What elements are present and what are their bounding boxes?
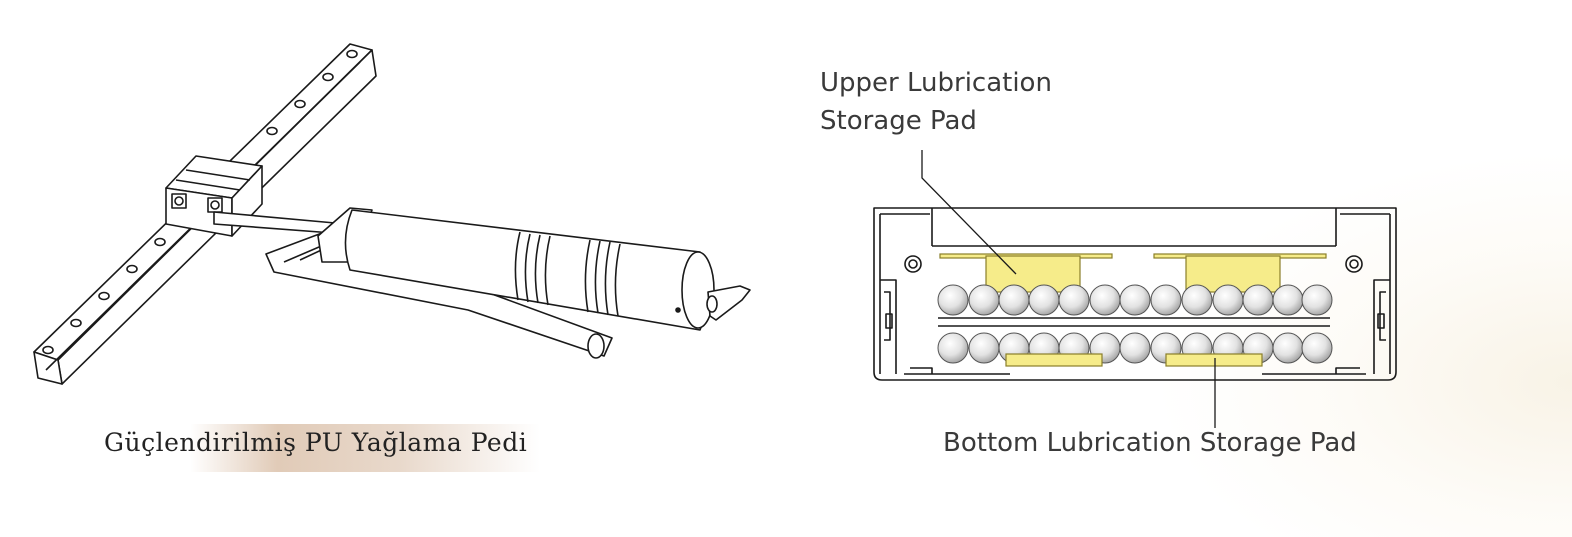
caption-highlight [190,424,540,472]
upper-lubrication-pad-left [939,253,1113,293]
bottom-lubrication-pad-left [1005,353,1103,367]
upper-ball-row [937,284,1333,316]
bottom-pad-label: Bottom Lubrication Storage Pad [943,428,1357,458]
grease-gun-illustration [213,207,751,359]
block-cross-section [873,207,1397,381]
rail-holes [42,49,358,355]
leader-lines [921,150,1216,428]
upper-pad-label: Upper Lubrication Storage Pad [820,64,1052,140]
left-figure-caption: Güçlendirilmiş PU Yağlama Pedi [104,428,528,457]
upper-lubrication-pad-right [1153,253,1327,293]
upper-pad-leader [921,150,1017,275]
bottom-lubrication-pad-right [1165,353,1263,367]
upper-pad-label-line1: Upper Lubrication [820,68,1052,98]
upper-pad-label-line2: Storage Pad [820,106,977,136]
lower-ball-row [937,332,1333,364]
